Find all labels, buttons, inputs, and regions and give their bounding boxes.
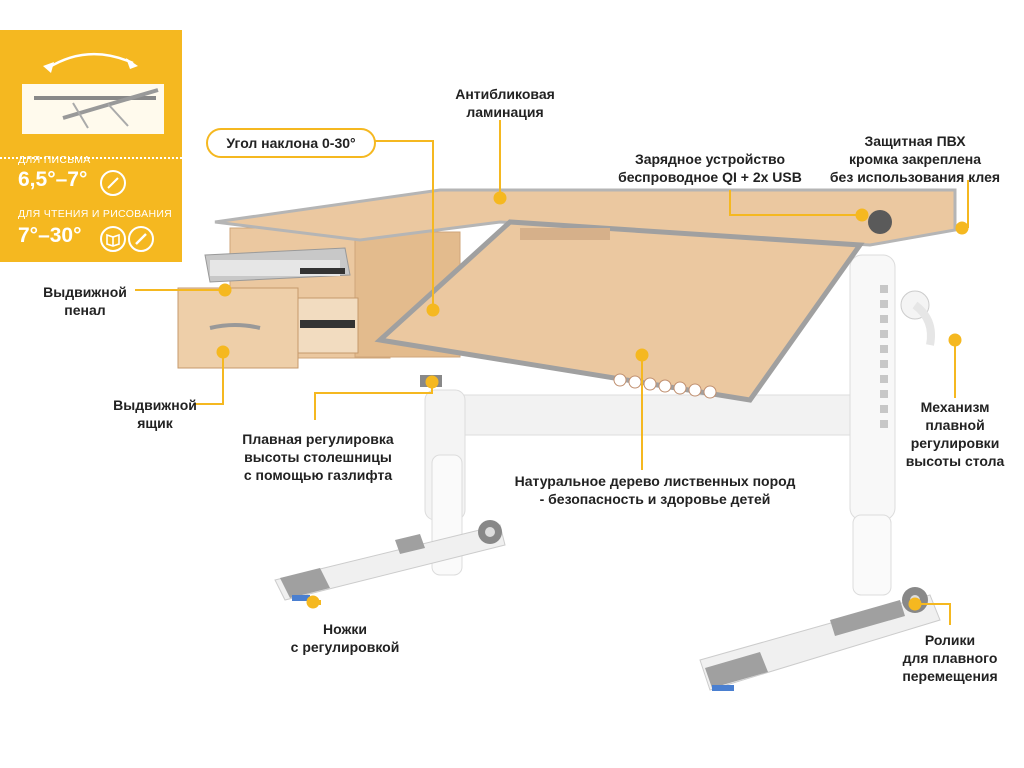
drawing-label: ДЛЯ ЧТЕНИЯ И РИСОВАНИЯ	[18, 208, 173, 220]
book-icon	[100, 226, 126, 252]
tilt-info-panel: ДЛЯ ПИСЬМА 6,5°–7° ДЛЯ ЧТЕНИЯ И РИСОВАНИ…	[0, 30, 182, 262]
pen-icon	[100, 170, 126, 196]
tilt-diagram-icon	[22, 52, 164, 134]
panel-divider	[0, 157, 182, 159]
writing-label: ДЛЯ ПИСЬМА	[18, 154, 91, 166]
writing-value: 6,5°–7°	[18, 168, 88, 191]
brush-icon	[128, 226, 154, 252]
drawing-value: 7°–30°	[18, 224, 82, 247]
tilt-angle-pill: Угол наклона 0-30°	[206, 128, 376, 158]
wood-callout: Натуральное дерево лиственных пород- без…	[514, 473, 796, 507]
